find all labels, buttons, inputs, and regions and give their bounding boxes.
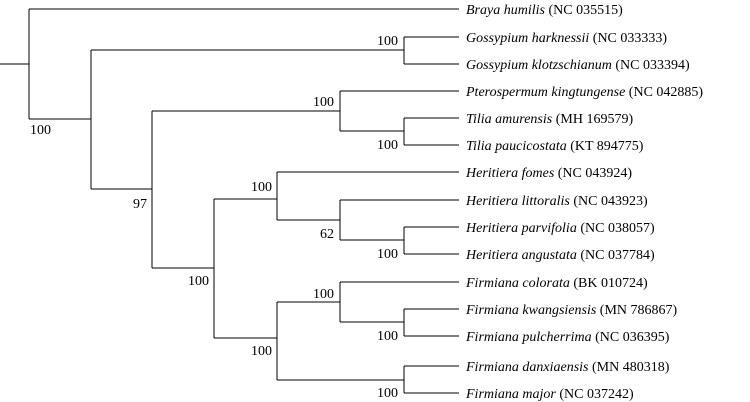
accession-number: (NC 043923) (573, 194, 648, 209)
support-value-heritiera: 100 (251, 180, 272, 195)
accession-number: (NC 037784) (580, 248, 655, 263)
taxon-label: Gossypium klotzschianum (NC 033394) (466, 58, 690, 73)
species-name: Heritiera littoralis (465, 194, 570, 209)
tip-labels: Braya humilis (NC 035515) Gossypium hark… (465, 3, 703, 402)
species-name: Pterospermum kingtungense (465, 85, 625, 100)
accession-number: (MN 786867) (600, 303, 678, 318)
support-value-firmiana-trio: 100 (313, 287, 334, 302)
species-name: Braya humilis (466, 3, 545, 18)
taxon-label: Firmiana pulcherrima (NC 036395) (465, 330, 670, 345)
accession-number: (NC 037242) (559, 387, 634, 402)
support-value-tilia: 100 (377, 138, 398, 153)
species-name: Firmiana kwangsiensis (465, 303, 597, 318)
species-name: Heritiera parvifolia (465, 221, 577, 236)
species-name: Heritiera angustata (465, 248, 577, 263)
taxon-label: Braya humilis (NC 035515) (466, 3, 623, 18)
taxon-label: Gossypium harknessii (NC 033333) (466, 31, 667, 46)
support-value-firmiana-pair: 100 (377, 329, 398, 344)
taxon-label: Heritiera fomes (NC 043924) (465, 166, 632, 181)
accession-number: (NC 033394) (615, 58, 690, 73)
accession-number: (KT 894775) (570, 139, 644, 154)
species-name: Firmiana major (465, 387, 556, 402)
species-name: Gossypium harknessii (466, 31, 589, 46)
support-value-gossypium: 100 (377, 34, 398, 49)
accession-number: (NC 043924) (558, 166, 633, 181)
species-name: Tilia amurensis (466, 112, 553, 127)
tree-branches (0, 8, 459, 394)
taxon-label: Firmiana kwangsiensis (MN 786867) (465, 303, 678, 318)
taxon-label: Firmiana colorata (BK 010724) (465, 276, 648, 291)
accession-number: (NC 033333) (593, 31, 668, 46)
support-values: 100 100 100 100 97 100 100 62 100 100 10… (30, 34, 398, 401)
species-name: Firmiana colorata (465, 276, 570, 291)
accession-number: (NC 036395) (595, 330, 670, 345)
taxon-label: Heritiera littoralis (NC 043923) (465, 194, 648, 209)
accession-number: (NC 042885) (629, 85, 704, 100)
taxon-label: Heritiera angustata (NC 037784) (465, 248, 655, 263)
accession-number: (NC 038057) (580, 221, 655, 236)
support-value-heritiera-sub: 62 (320, 227, 334, 242)
accession-number: (MH 169579) (556, 112, 634, 127)
accession-number: (NC 035515) (548, 3, 623, 18)
species-name: Gossypium klotzschianum (466, 58, 612, 73)
species-name: Firmiana pulcherrima (465, 330, 592, 345)
species-name: Tilia paucicostata (466, 139, 567, 154)
taxon-label: Firmiana major (NC 037242) (465, 387, 634, 402)
support-value-pterospermum-tilia: 100 (313, 95, 334, 110)
taxon-label: Pterospermum kingtungense (NC 042885) (465, 85, 703, 100)
support-value-core: 97 (133, 197, 147, 212)
taxon-label: Firmiana danxiaensis (MN 480318) (465, 360, 670, 375)
taxon-label: Heritiera parvifolia (NC 038057) (465, 221, 655, 236)
support-value-firmiana: 100 (251, 344, 272, 359)
taxon-label: Tilia amurensis (MH 169579) (466, 112, 633, 127)
support-value-ingroup: 100 (30, 123, 51, 138)
accession-number: (BK 010724) (573, 276, 648, 291)
support-value-heritiera-firmiana: 100 (188, 274, 209, 289)
support-value-firmiana-danx-major: 100 (377, 386, 398, 401)
taxon-label: Tilia paucicostata (KT 894775) (466, 139, 644, 154)
accession-number: (MN 480318) (592, 360, 670, 375)
support-value-heritiera-pair: 100 (377, 247, 398, 262)
species-name: Heritiera fomes (465, 166, 555, 181)
species-name: Firmiana danxiaensis (465, 360, 589, 375)
